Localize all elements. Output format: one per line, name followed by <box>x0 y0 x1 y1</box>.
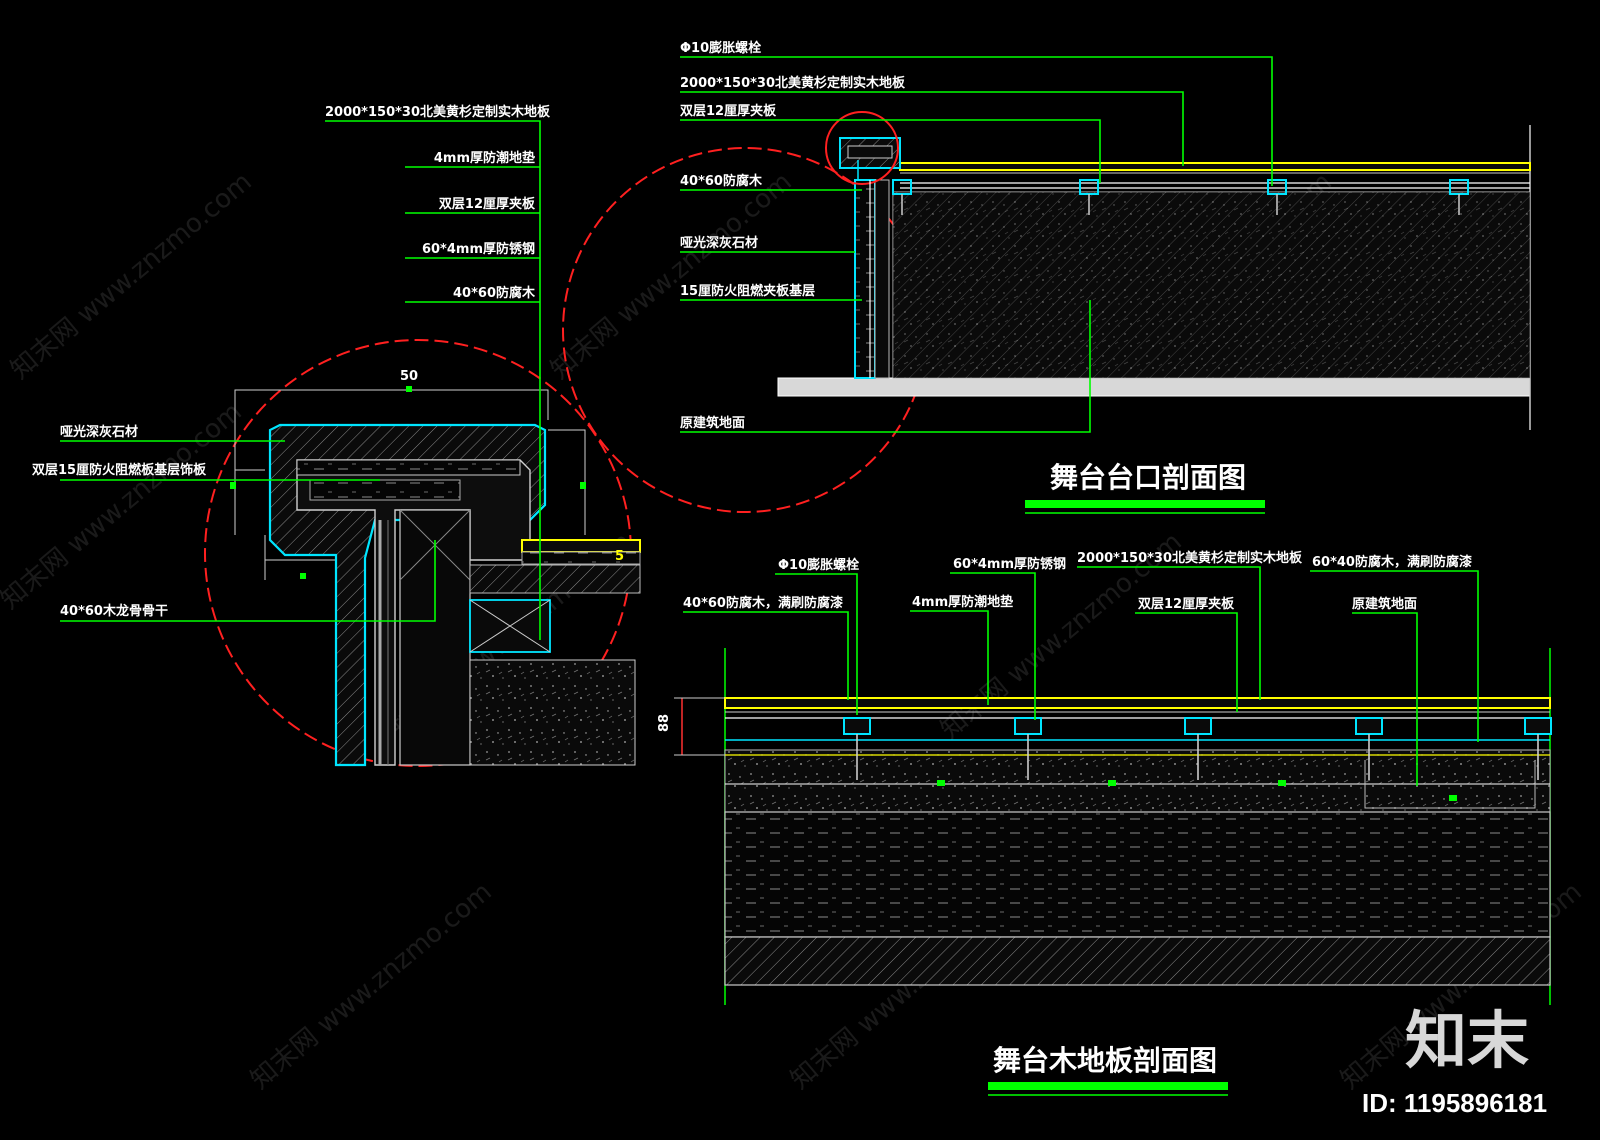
title-underline <box>988 1082 1228 1090</box>
dimension-marker <box>300 573 306 579</box>
title-underline <box>1025 500 1265 508</box>
wood-floor-strip <box>724 697 1551 709</box>
section-label: 原建筑地面 <box>680 415 745 431</box>
leader-line <box>775 573 858 715</box>
joist-cross <box>469 599 551 653</box>
detail-label: 40*60防腐木 <box>453 285 536 301</box>
leader-line <box>1310 570 1479 742</box>
section-label: 60*4mm厚防锈钢 <box>953 556 1066 572</box>
expansion-bolt <box>901 194 1460 215</box>
leader-line <box>680 119 1101 183</box>
expansion-bolt <box>856 734 1539 780</box>
leader-line <box>60 540 436 622</box>
section-label: 60*40防腐木，满刷防腐漆 <box>1312 554 1472 570</box>
dimension-line <box>548 429 586 535</box>
detail-label: 60*4mm厚防锈钢 <box>422 241 535 257</box>
dimension-marker <box>937 780 1457 801</box>
concrete-slab <box>469 659 636 766</box>
section-label: 双层12厘厚夹板 <box>1138 596 1235 612</box>
section-label: 2000*150*30北美黄杉定制实木地板 <box>680 75 906 91</box>
dimension-marker <box>580 482 586 489</box>
steel-bracket <box>843 717 1552 735</box>
fire-board <box>874 179 890 379</box>
section-label: 15厘防火阻燃夹板基层 <box>680 283 815 299</box>
section-label: 双层12厘厚夹板 <box>680 103 777 119</box>
nosing-core <box>847 145 893 159</box>
leader-line <box>683 611 849 700</box>
section-label: 40*60防腐木，满刷防腐漆 <box>683 595 843 611</box>
section-bottom: 88 Φ10膨胀螺栓 60*4mm厚防锈钢 2000*150*30北美黄杉定制实… <box>657 550 1552 1096</box>
dimension-line <box>234 389 549 535</box>
detail-side-label: 40*60木龙骨骨干 <box>60 603 168 619</box>
leader-line <box>680 300 1091 433</box>
section-title: 舞台台口剖面图 <box>1050 461 1246 494</box>
height-dimension-label: 88 <box>657 714 672 732</box>
watermark-text: 知末网 www.znzmo.com <box>545 167 797 386</box>
section-label: 4mm厚防潮地垫 <box>912 594 1013 610</box>
dimension-marker <box>406 386 412 392</box>
watermark-text: 知末网 www.znzmo.com <box>245 877 497 1096</box>
fill-layer <box>724 749 1551 813</box>
section-label: Φ10膨胀螺栓 <box>680 40 761 56</box>
watermark-text: 知末网 www.znzmo.com <box>5 167 257 386</box>
dim-mid-label: 5 <box>615 549 624 564</box>
detail-side-label: 双层15厘防火阻燃板基层饰板 <box>32 462 207 478</box>
leader-line <box>950 572 1036 720</box>
section-label: 哑光深灰石材 <box>680 235 758 251</box>
moisture-mat <box>521 551 641 565</box>
original-ground <box>724 936 1551 986</box>
stage-fill-hatch <box>893 192 1530 378</box>
detail-label: 4mm厚防潮地垫 <box>434 150 535 166</box>
detail-label: 双层12厘厚夹板 <box>439 196 536 212</box>
detail-left: 50 5 2000*150*30北美 <box>32 104 928 767</box>
leader-line <box>325 120 541 640</box>
dim-top-label: 50 <box>400 369 418 384</box>
section-label: Φ10膨胀螺栓 <box>778 557 859 573</box>
detail-label: 2000*150*30北美黄杉定制实木地板 <box>325 104 551 120</box>
section-title: 舞台木地板剖面图 <box>993 1044 1217 1077</box>
section-label: 2000*150*30北美黄杉定制实木地板 <box>1077 550 1303 566</box>
leader-line <box>1077 566 1261 700</box>
plywood-layer <box>296 459 521 476</box>
brand-logo: 知末 <box>1405 1004 1529 1077</box>
joist-frame <box>1364 760 1536 809</box>
wood-floor-strip <box>899 162 1531 171</box>
leader-line <box>680 56 1273 186</box>
detail-side-label: 哑光深灰石材 <box>60 424 138 440</box>
image-id: ID: 1195896181 <box>1362 1088 1547 1118</box>
section-label: 原建筑地面 <box>1352 596 1417 612</box>
compacted-layer <box>724 811 1551 938</box>
leader-line <box>1352 612 1418 786</box>
leader-line <box>910 610 989 705</box>
stone-edge <box>854 179 876 379</box>
leader-line <box>1135 612 1238 712</box>
section-top: Φ10膨胀螺栓 2000*150*30北美黄杉定制实木地板 双层12厘厚夹板 4… <box>680 40 1531 514</box>
plywood-layer <box>309 479 461 501</box>
dimension-marker <box>230 482 236 489</box>
plywood-double <box>469 564 641 594</box>
leader-line <box>680 91 1184 166</box>
detail-callout-circle <box>825 111 899 185</box>
section-label: 40*60防腐木 <box>680 173 763 189</box>
original-ground <box>777 377 1531 397</box>
